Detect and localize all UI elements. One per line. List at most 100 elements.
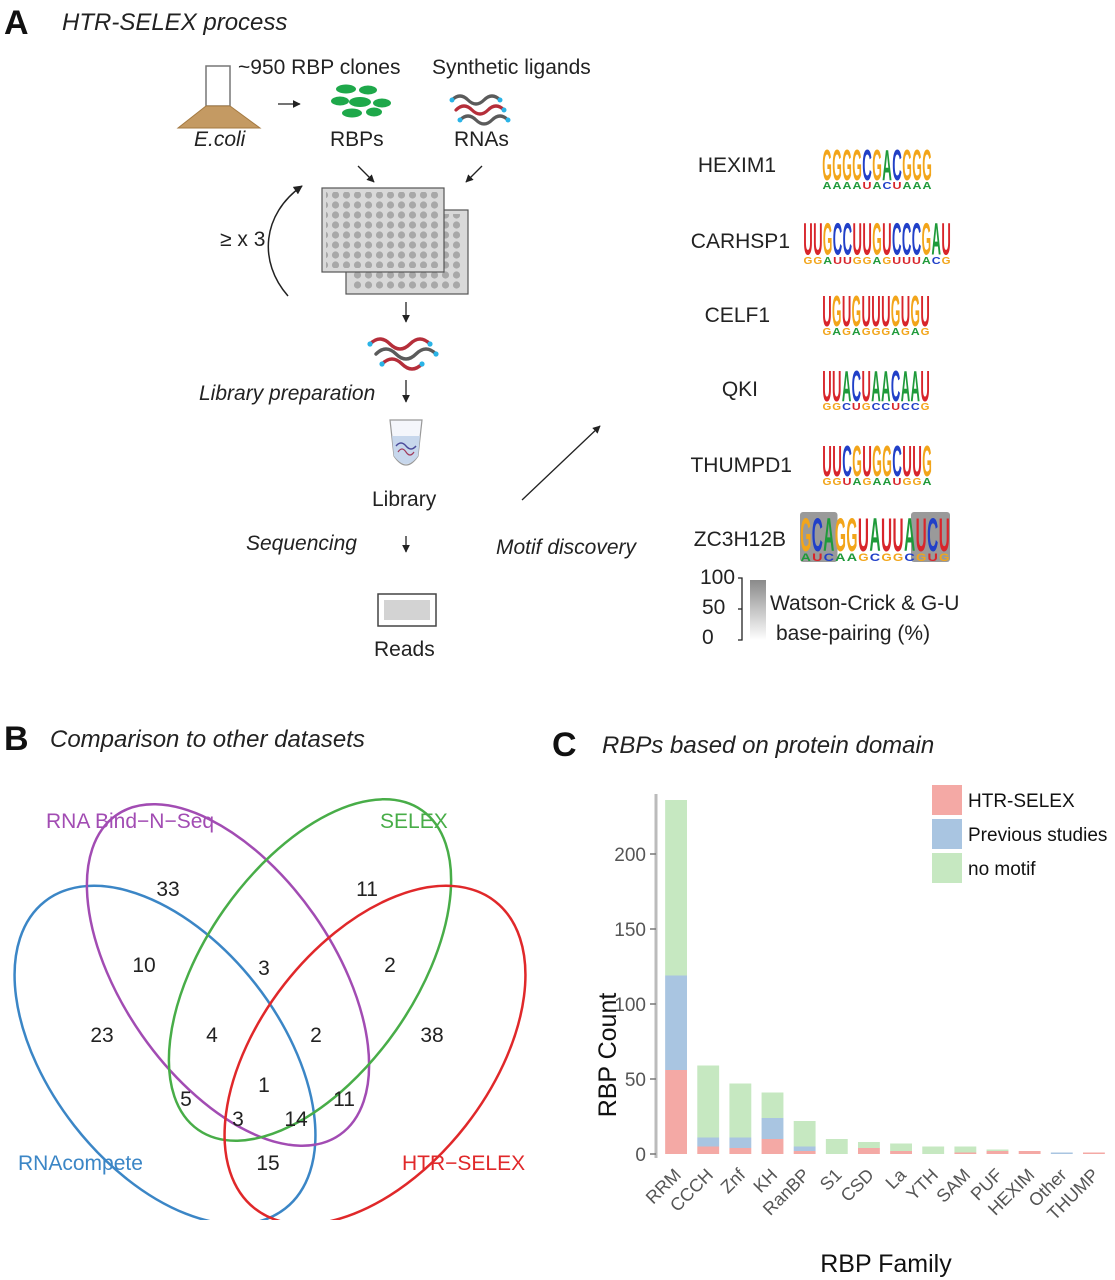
logo-letter: G [823,213,832,264]
logo-letter: U [891,402,900,413]
venn-ellipse-selex [167,798,453,1142]
motif-discovery-label: Motif discovery [496,536,637,559]
ecoli-flask-icon [176,65,262,129]
motif-name: QKI [721,378,758,401]
logo-letter: G [881,327,890,338]
logo-letter: C [852,362,861,411]
cycles-label: ≥ x 3 [220,228,266,251]
logo-letter: G [842,141,852,190]
venn-region-count: 23 [90,1024,113,1047]
logo-letter: G [852,437,862,486]
logo-letter: G [882,255,891,267]
motif-name: CELF1 [704,304,770,327]
venn-ellipse-rnabindnseq [85,803,371,1147]
logo-letter: C [911,402,921,413]
logo-letter: G [858,552,868,564]
logo-letter: G [942,255,951,267]
panel-b-title: Comparison to other datasets [50,726,365,753]
venn-region-count: 1 [258,1074,270,1097]
logo-letter: U [863,181,872,192]
logo-letter: A [847,552,857,564]
basepair-shade [800,512,838,562]
logo-letter: G [872,437,882,486]
logo-letter: G [832,287,841,336]
venn-set-label: RNA Bind−N−Seq [46,810,214,833]
basepair-shade [911,512,950,562]
bar-segment [697,1137,720,1147]
logo-letter: G [832,402,841,413]
bar-segment [890,1151,912,1154]
logo-letter: G [939,552,949,564]
bar-segment [922,1146,945,1154]
logo-letter: A [801,552,811,564]
legend-swatch [932,819,962,849]
logo-letter: G [903,477,912,488]
reads-box-icon [377,593,437,627]
y-tick-label: 50 [625,1070,646,1091]
logo-letter: U [813,213,822,264]
motif-name: CARHSP1 [690,230,790,253]
logo-letter: A [911,327,921,338]
bar-segment [729,1148,752,1154]
logo-letter: G [832,141,842,190]
logo-letter: U [928,552,938,564]
y-tick-label: 0 [635,1145,646,1166]
logo-letter: C [824,552,834,564]
logo-letter: U [901,287,910,336]
logo-letter: A [923,477,933,488]
venn-set-label: RNAcompete [18,1152,143,1175]
logo-letter: U [822,362,831,411]
venn-region-count: 11 [356,878,378,901]
ecoli-label: E.coli [194,128,246,151]
bar-segment [825,1139,848,1154]
logo-letter: U [822,287,831,336]
logo-letter: A [911,362,920,411]
bound-rna-icon [367,337,439,371]
bar-segment [665,975,687,1070]
venn-diagram: RNA Bind−N−Seq SELEX RNAcompete HTR−SELE… [13,798,527,1220]
legend-label: HTR-SELEX [968,791,1075,812]
logo-letter: A [891,327,901,338]
bar-segment [954,1146,977,1153]
library-prep-label: Library preparation [199,382,376,405]
venn-region-count: 14 [284,1108,308,1131]
logo-letter: G [912,141,922,190]
venn-set-label: SELEX [380,810,448,833]
logo-letter: G [813,255,822,267]
logo-letter: G [901,327,910,338]
bar-segment [858,1142,880,1148]
logo-letter: U [843,255,852,267]
logo-letter: C [833,213,842,264]
logo-letter: G [922,141,932,190]
motif-name: THUMPD1 [690,454,792,477]
logo-letter: A [835,552,845,564]
rbp-proteins-icon [331,84,391,118]
clones-label: ~950 RBP clones [238,56,401,79]
bar-segment [761,1092,784,1118]
legend-swatch [932,785,962,815]
logo-letter: U [902,437,912,486]
logo-letter: U [833,255,842,267]
logo-letter: G [803,255,812,267]
motif-name: HEXIM1 [697,154,776,177]
logo-letter: G [916,552,926,564]
logo-letter: U [858,509,869,562]
venn-region-count: 3 [258,957,270,980]
logo-letter: G [902,141,912,190]
logo-letter: G [863,255,872,267]
logo-letter: U [941,213,950,264]
legend-label: Previous studies [968,825,1107,846]
logo-letter: U [920,362,929,411]
logo-letter: G [822,402,831,413]
logo-letter: G [922,437,932,486]
logo-letter: A [881,362,890,411]
venn-region-count: 3 [232,1108,244,1131]
venn-region-count: 10 [132,954,155,977]
logo-letter: C [862,141,872,190]
logo-letter: U [893,181,902,192]
venn-region-count: 5 [180,1088,192,1111]
logo-letter: U [812,552,822,564]
cycle-arrow-icon [267,185,303,297]
logo-letter: U [842,287,851,336]
